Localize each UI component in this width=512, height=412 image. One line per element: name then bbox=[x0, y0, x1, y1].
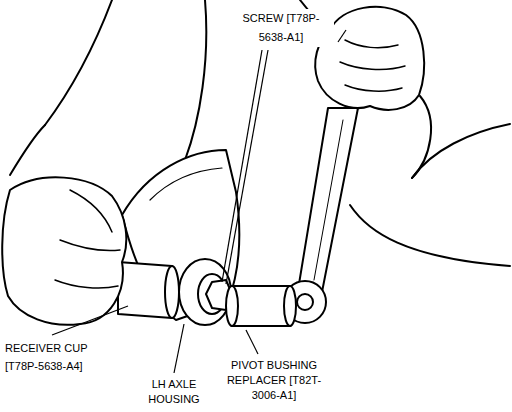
part-label: PIVOT BUSHING REPLACER [T82T-3006-A1] bbox=[220, 358, 328, 403]
pivot-boss bbox=[179, 259, 231, 325]
part-label: SCREW [T78P-5638-A1] bbox=[228, 9, 334, 47]
sleeve-outline bbox=[185, 0, 206, 160]
finger-lines bbox=[55, 190, 120, 288]
ratchet-handle bbox=[298, 108, 358, 292]
part-label: LH AXLE HOUSING bbox=[140, 377, 208, 407]
ratchet-drive bbox=[297, 294, 313, 310]
body-outline bbox=[350, 205, 510, 266]
wrist-outline bbox=[412, 96, 431, 178]
leader-line bbox=[222, 50, 262, 282]
arm-outline bbox=[10, 125, 45, 175]
leader-line bbox=[246, 330, 258, 354]
handle-ridge bbox=[314, 120, 343, 280]
leader-line bbox=[174, 324, 184, 373]
leader-line bbox=[52, 306, 128, 335]
receiver-cup bbox=[118, 262, 172, 318]
leader-lines bbox=[52, 30, 346, 373]
sleeve-outline bbox=[45, 0, 112, 125]
pivot-bushing-replacer bbox=[232, 286, 290, 326]
leader-line bbox=[338, 30, 346, 42]
cup-rim bbox=[165, 266, 179, 318]
replacer-end bbox=[226, 286, 238, 326]
replacer-end bbox=[284, 286, 296, 326]
finger-lines bbox=[340, 40, 405, 91]
housing-edge bbox=[150, 168, 222, 200]
part-label: RECEIVER CUP [T78P-5638-A4] bbox=[4, 339, 118, 375]
leader-line bbox=[226, 50, 268, 284]
left-fist bbox=[2, 177, 126, 324]
